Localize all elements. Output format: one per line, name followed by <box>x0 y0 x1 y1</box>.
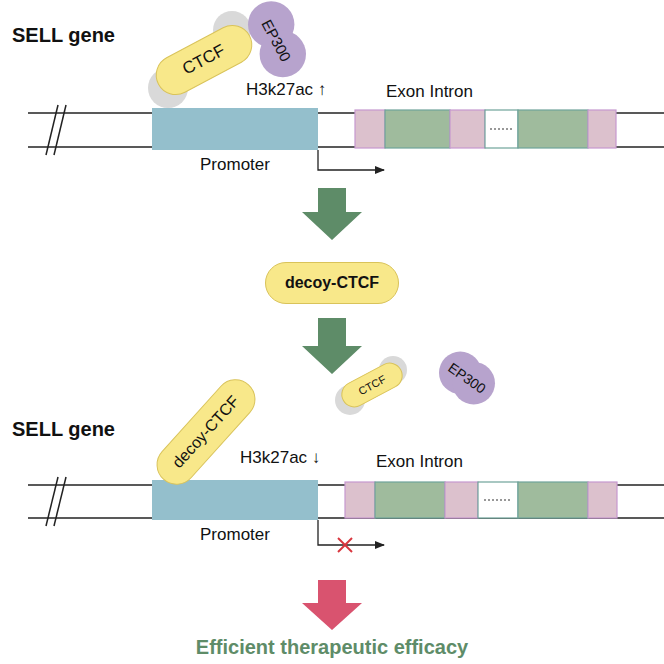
annotation-label: H3k27ac ↓ <box>240 448 320 468</box>
node-text: Promoter <box>200 525 270 545</box>
ctcf-protein: CTCF <box>149 18 260 102</box>
result-arrow <box>302 580 362 630</box>
node-text: decoy-CTCF <box>285 274 379 292</box>
annotation-label: H3k27ac ↑ <box>246 80 326 100</box>
promoter-region <box>152 480 318 520</box>
dna-strand <box>28 477 664 526</box>
node-text: decoy-CTCF <box>169 392 243 471</box>
annotation-label: Exon Intron <box>386 82 473 102</box>
process-arrow <box>302 188 362 240</box>
node-text: Promoter <box>200 155 270 175</box>
decoy-ctcf-protein: decoy-CTCF <box>148 371 263 493</box>
promoter-label-box: Promoter <box>180 522 290 548</box>
exon-blocks <box>355 110 616 148</box>
transcription-arrow <box>318 150 384 170</box>
annotation-label: SELL gene <box>12 418 115 441</box>
decoy-ctcf-box: decoy-CTCF <box>265 262 399 304</box>
node-text: CTCF <box>356 373 388 397</box>
process-arrow <box>302 318 362 374</box>
protein-subunit <box>335 356 407 415</box>
promoter-region <box>152 108 318 150</box>
ep300-protein: EP300 <box>439 352 495 404</box>
ctcf-protein: CTCF <box>337 358 407 412</box>
promoter-label-box: Promoter <box>180 152 290 178</box>
annotation-label: Exon Intron <box>376 452 463 472</box>
node-text: CTCF <box>179 41 228 80</box>
annotation-label: SELL gene <box>12 24 115 47</box>
ep300-protein: EP300 <box>248 1 306 79</box>
transcription-arrow <box>318 520 384 545</box>
exon-blocks <box>345 482 617 518</box>
result-text: Efficient therapeutic efficacy <box>196 636 468 659</box>
block-cross <box>338 538 352 552</box>
dna-strand <box>28 105 664 155</box>
